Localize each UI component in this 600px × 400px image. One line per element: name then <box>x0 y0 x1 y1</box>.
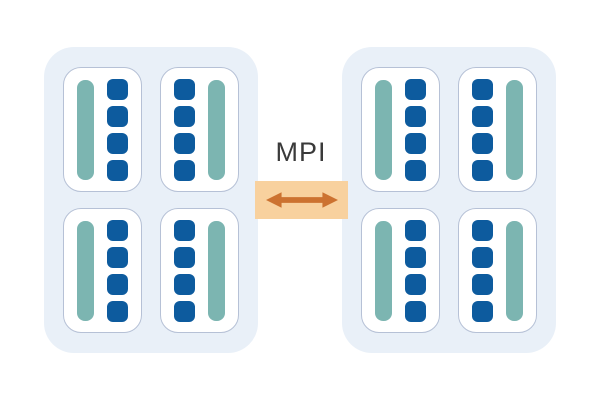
link-band <box>255 181 348 219</box>
core-square <box>107 105 128 127</box>
core-square <box>405 300 426 322</box>
socket-box <box>160 208 239 333</box>
teal-bar <box>77 220 94 321</box>
core-column <box>472 219 493 322</box>
teal-bar <box>506 79 523 180</box>
core-square <box>174 273 195 295</box>
core-square <box>405 132 426 154</box>
core-square <box>107 159 128 181</box>
core-square <box>405 246 426 268</box>
core-square <box>174 300 195 322</box>
core-square <box>472 300 493 322</box>
core-square <box>405 105 426 127</box>
socket-box <box>63 67 142 192</box>
teal-bar <box>375 220 392 321</box>
core-square <box>107 78 128 100</box>
teal-bar <box>375 79 392 180</box>
core-square <box>174 219 195 241</box>
core-column <box>107 78 128 181</box>
core-square <box>405 273 426 295</box>
teal-bar <box>208 79 225 180</box>
core-column <box>405 78 426 181</box>
compute-node <box>44 47 258 353</box>
core-square <box>472 78 493 100</box>
core-square <box>472 246 493 268</box>
core-square <box>405 219 426 241</box>
core-square <box>107 219 128 241</box>
teal-bar <box>77 79 94 180</box>
double-headed-arrow-icon <box>265 192 338 208</box>
core-square <box>174 246 195 268</box>
socket-box <box>160 67 239 192</box>
socket-box <box>361 208 440 333</box>
socket-box <box>458 208 537 333</box>
arrow-shape <box>265 192 338 208</box>
core-square <box>405 159 426 181</box>
teal-bar <box>208 220 225 321</box>
core-square <box>107 273 128 295</box>
core-column <box>174 219 195 322</box>
socket-box <box>361 67 440 192</box>
core-square <box>174 78 195 100</box>
socket-box <box>458 67 537 192</box>
core-square <box>107 246 128 268</box>
core-column <box>472 78 493 181</box>
teal-bar <box>506 220 523 321</box>
core-square <box>472 132 493 154</box>
core-square <box>174 132 195 154</box>
core-square <box>107 300 128 322</box>
core-square <box>107 132 128 154</box>
compute-node <box>342 47 556 353</box>
core-column <box>174 78 195 181</box>
core-square <box>174 105 195 127</box>
core-column <box>405 219 426 322</box>
core-square <box>174 159 195 181</box>
mpi-label: MPI <box>275 137 327 167</box>
core-column <box>107 219 128 322</box>
core-square <box>405 78 426 100</box>
core-square <box>472 273 493 295</box>
core-square <box>472 159 493 181</box>
core-square <box>472 219 493 241</box>
socket-box <box>63 208 142 333</box>
core-square <box>472 105 493 127</box>
